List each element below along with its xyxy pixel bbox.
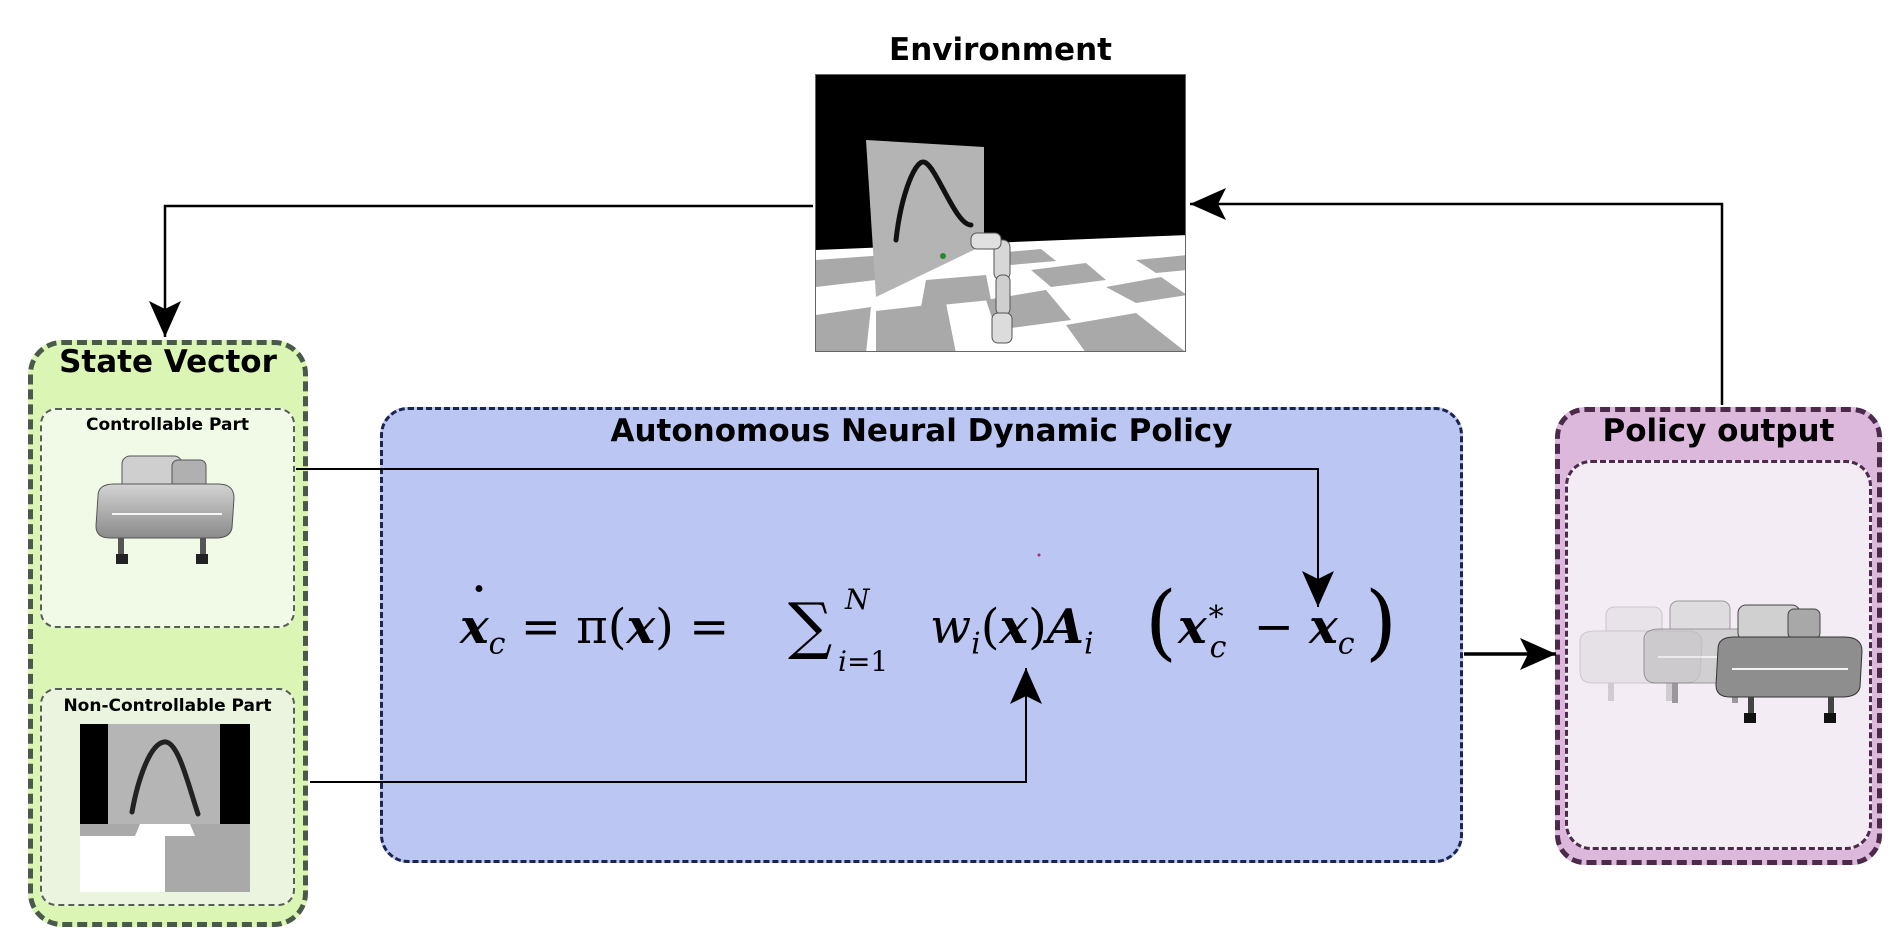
controllable-to-xc-arrow: [296, 468, 1334, 607]
env-to-state-arrow: [149, 204, 813, 337]
controllable-part-label: Controllable Part: [85, 415, 249, 435]
non-controllable-part-label: Non-Controllable Part: [63, 696, 272, 716]
board-camera-image: [80, 724, 250, 892]
policy-panel: [380, 407, 1463, 863]
state-vector-title: State Vector: [59, 344, 277, 380]
policy-output-title: Policy output: [1602, 413, 1835, 449]
environment-scene-image: [816, 75, 1185, 351]
noncontrollable-to-x-arrow: [310, 668, 1042, 783]
policy-title: Autonomous Neural Dynamic Policy: [610, 413, 1233, 449]
gripper-image: [95, 455, 235, 564]
gripper-trajectory-image: [1579, 600, 1863, 723]
policy-equation: x˙c = π(x) = ∑ N i=1 wi(x)Ai ( x*c − xc …: [460, 575, 1397, 678]
environment-render: [815, 74, 1186, 352]
environment-title: Environment: [889, 32, 1112, 68]
output-to-env-arrow: [1190, 188, 1724, 405]
